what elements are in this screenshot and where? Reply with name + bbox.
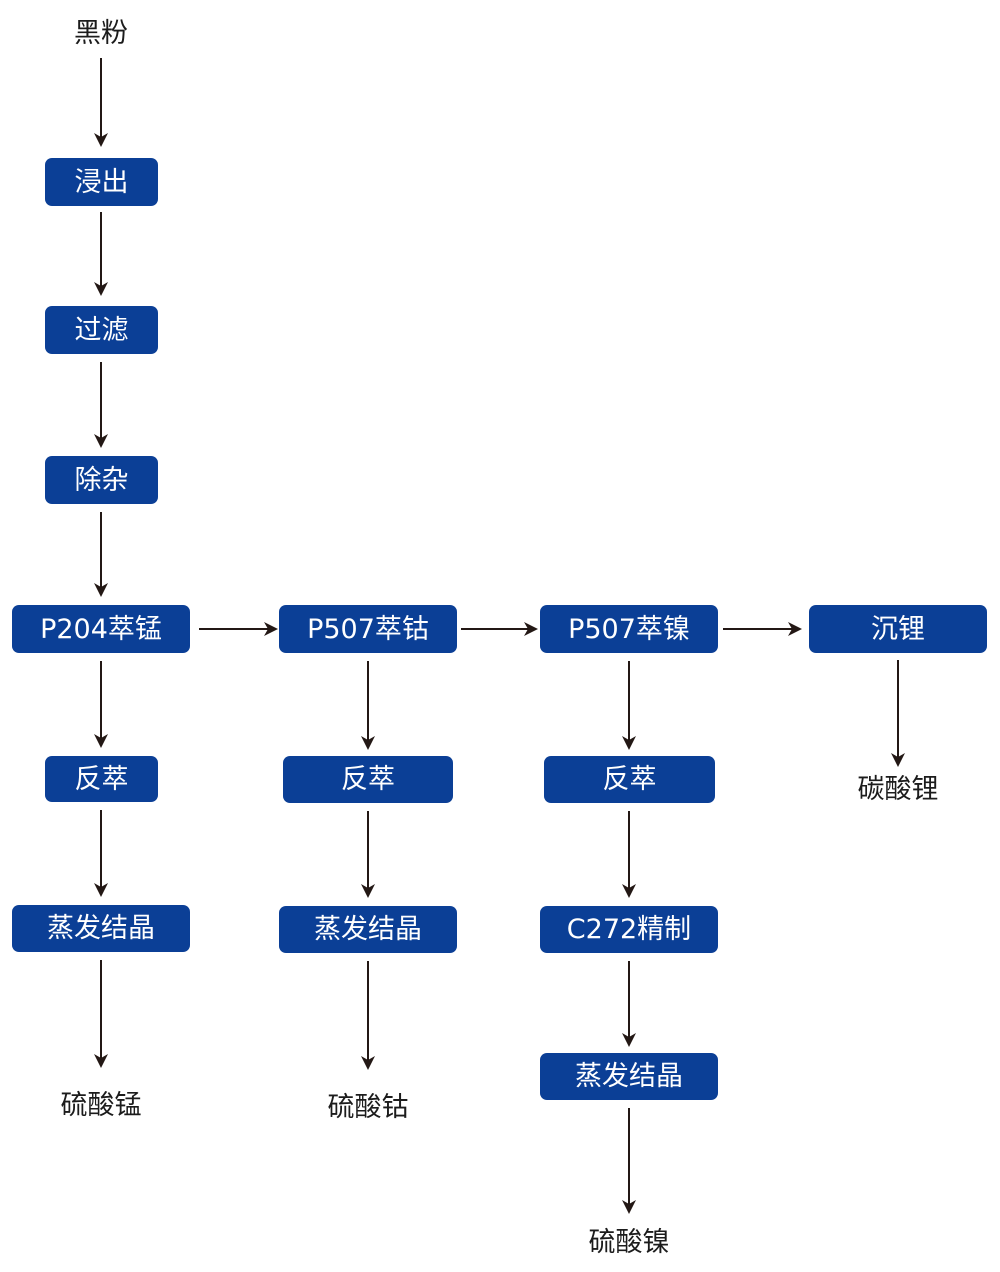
cobalt-extraction-step: P507萃钴 [279,605,457,653]
impurity-removal-step: 除杂 [45,456,158,504]
filtering-step: 过滤 [45,306,158,354]
nickel-product-label: 硫酸镍 [588,1227,670,1258]
leaching-step: 浸出 [45,158,158,206]
manganese-stripping-step: 反萃 [45,756,158,802]
cobalt-crystallization-step: 蒸发结晶 [279,906,457,953]
manganese-product-label: 硫酸锰 [60,1090,142,1121]
nickel-crystallization-step: 蒸发结晶 [540,1053,718,1100]
lithium-product-label: 碳酸锂 [857,774,939,805]
cobalt-stripping-step: 反萃 [283,756,453,803]
manganese-crystallization-step: 蒸发结晶 [12,905,190,952]
nickel-refining-step: C272精制 [540,906,718,953]
source-label: 黑粉 [74,18,128,49]
nickel-stripping-step: 反萃 [544,756,715,803]
nickel-extraction-step: P507萃镍 [540,605,718,653]
manganese-extraction-step: P204萃锰 [12,605,190,653]
lithium-precipitation-step: 沉锂 [809,605,987,653]
cobalt-product-label: 硫酸钴 [327,1092,409,1123]
